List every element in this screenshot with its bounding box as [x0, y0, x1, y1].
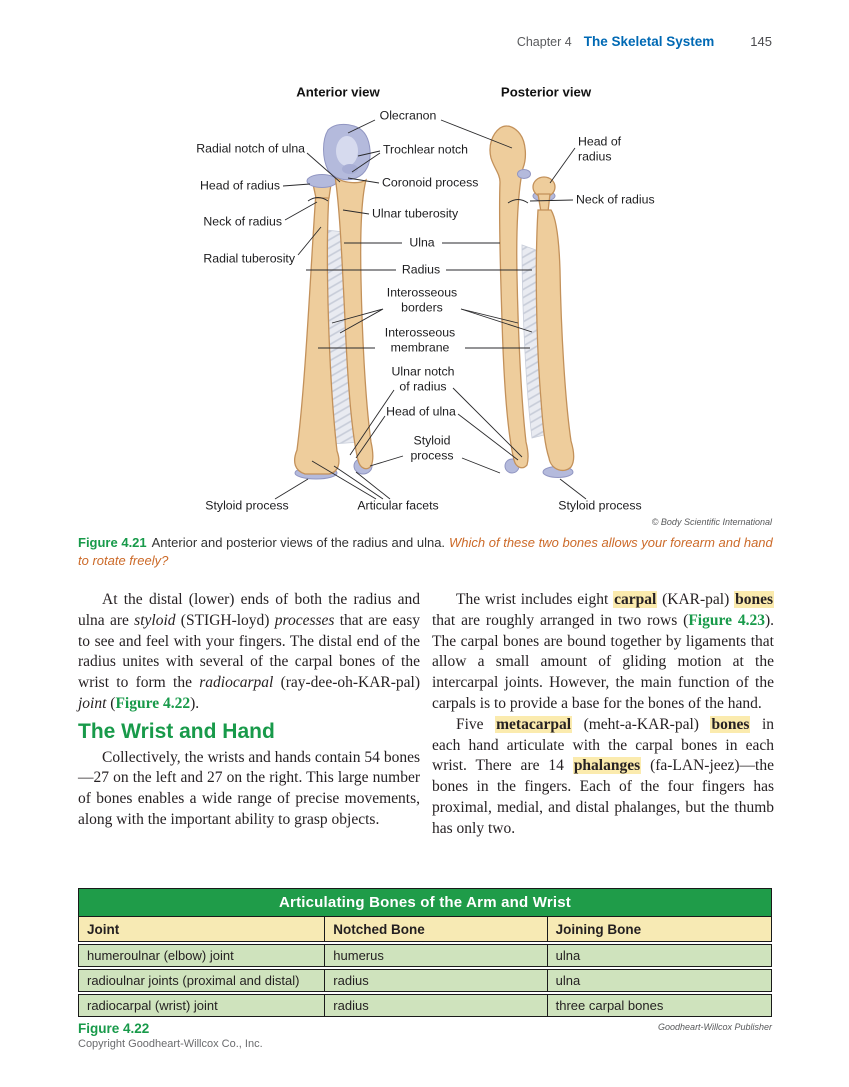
table-cell: humeroulnar (elbow) joint [79, 945, 326, 966]
table-footer: Figure 4.22 Goodheart-Willcox Publisher [78, 1021, 772, 1036]
label-head-of-ulna: Head of ulna [386, 404, 456, 418]
table-row: humeroulnar (elbow) joint humerus ulna [78, 944, 772, 967]
label-head-of-radius-post-2: radius [578, 149, 612, 163]
label-ulnar-notch-1: Ulnar notch [392, 364, 455, 378]
label-radial-notch-of-ulna: Radial notch of ulna [196, 141, 305, 155]
column-header-notched-bone: Notched Bone [325, 917, 548, 941]
label-styloid-1: Styloid [414, 433, 451, 447]
table-figure-label: Figure 4.22 [78, 1021, 150, 1036]
table-header-row: Joint Notched Bone Joining Bone [78, 916, 772, 942]
body-text: At the distal (lower) ends of both the r… [78, 590, 774, 840]
label-interosseous-membrane-2: membrane [391, 340, 450, 354]
rotation-arc-posterior [507, 199, 529, 204]
table-title: Articulating Bones of the Arm and Wrist [78, 888, 772, 917]
figure-4-21-caption: Figure 4.21 Anterior and posterior views … [78, 534, 774, 569]
label-styloid-2: process [410, 448, 453, 462]
label-radius: Radius [402, 262, 440, 276]
illustration-credit: © Body Scientific International [651, 517, 772, 527]
table-cell: ulna [555, 948, 581, 963]
label-interosseous-borders-2: borders [401, 300, 443, 314]
figure-caption-text: Anterior and posterior views of the radi… [151, 535, 446, 550]
anterior-view-title: Anterior view [296, 84, 380, 99]
label-olecranon: Olecranon [380, 108, 437, 122]
table-cell: radiocarpal (wrist) joint [79, 995, 326, 1016]
radius-head-cartilage [306, 174, 338, 188]
chapter-number: Chapter 4 [516, 35, 572, 49]
label-styloid-process-left: Styloid process [205, 498, 288, 512]
table-row: radiocarpal (wrist) joint radius three c… [78, 994, 772, 1017]
label-radial-tuberosity: Radial tuberosity [203, 251, 295, 265]
paragraph: At the distal (lower) ends of both the r… [78, 591, 421, 712]
label-ulnar-notch-2: of radius [399, 379, 446, 393]
label-styloid-process-right: Styloid process [558, 498, 641, 512]
figure-caption-label: Figure 4.21 [78, 535, 147, 550]
label-interosseous-membrane-1: Interosseous [385, 325, 455, 339]
table-cell: ulna [555, 973, 581, 988]
figure-4-22-table: Articulating Bones of the Arm and Wrist … [78, 888, 772, 1036]
section-heading-wrist-and-hand: The Wrist and Hand [78, 719, 275, 743]
book-title: The Skeletal System [583, 34, 715, 49]
label-trochlear-notch: Trochlear notch [383, 142, 468, 156]
label-coronoid-process: Coronoid process [382, 175, 478, 189]
paragraph: The wrist includes eight carpal (KAR-pal… [432, 591, 774, 712]
figure-caption-question: Which of these two bones allows your for… [78, 535, 773, 568]
olecranon-highlight [336, 136, 358, 166]
trochlear-notch-shadow [342, 164, 358, 174]
right-column: The wrist includes eight carpal (KAR-pal… [432, 590, 774, 840]
label-neck-of-radius-post: Neck of radius [576, 192, 655, 206]
ulna-bone-anterior [334, 173, 374, 470]
table-cell: radius [325, 970, 548, 991]
radius-neck-posterior [537, 193, 551, 213]
running-head: Chapter 4 The Skeletal System 145 [517, 34, 772, 49]
label-articular-facets: Articular facets [357, 498, 438, 512]
label-ulnar-tuberosity: Ulnar tuberosity [372, 206, 459, 220]
table-cell: three carpal bones [555, 998, 664, 1013]
posterior-view-title: Posterior view [501, 84, 592, 99]
table-cell: humerus [325, 945, 548, 966]
label-interosseous-borders-1: Interosseous [387, 285, 457, 299]
anterior-view-illustration [294, 123, 374, 480]
column-header-joint: Joint [79, 917, 326, 941]
figure-4-21-diagram: Anterior view Posterior view Olecranon R… [196, 84, 655, 512]
label-head-of-radius-post-1: Head of [578, 134, 622, 148]
label-head-of-radius: Head of radius [200, 178, 280, 192]
paragraph: Five metacarpal (meht-a-KAR-pal) bones i… [432, 715, 775, 837]
paragraph: Collectively, the wrists and hands conta… [78, 748, 420, 828]
column-header-joining-bone: Joining Bone [555, 922, 642, 937]
label-ulna: Ulna [409, 235, 434, 249]
rotation-arc-anterior [307, 197, 329, 202]
table-cell: radius [325, 995, 548, 1016]
table-cell: radioulnar joints (proximal and distal) [79, 970, 326, 991]
radius-bone-anterior [294, 191, 340, 475]
left-column: At the distal (lower) ends of both the r… [78, 590, 420, 840]
radius-bone-posterior [535, 209, 575, 472]
label-neck-of-radius: Neck of radius [203, 214, 282, 228]
publisher-credit: Goodheart-Willcox Publisher [658, 1022, 772, 1032]
posterior-view-illustration [489, 125, 575, 478]
leader-lines [274, 119, 587, 500]
page-number: 145 [750, 34, 772, 49]
table-row: radioulnar joints (proximal and distal) … [78, 969, 772, 992]
radial-notch-cartilage-post [517, 169, 531, 179]
copyright-notice: Copyright Goodheart-Willcox Co., Inc. [78, 1038, 263, 1050]
ulna-bone-posterior [489, 125, 529, 469]
